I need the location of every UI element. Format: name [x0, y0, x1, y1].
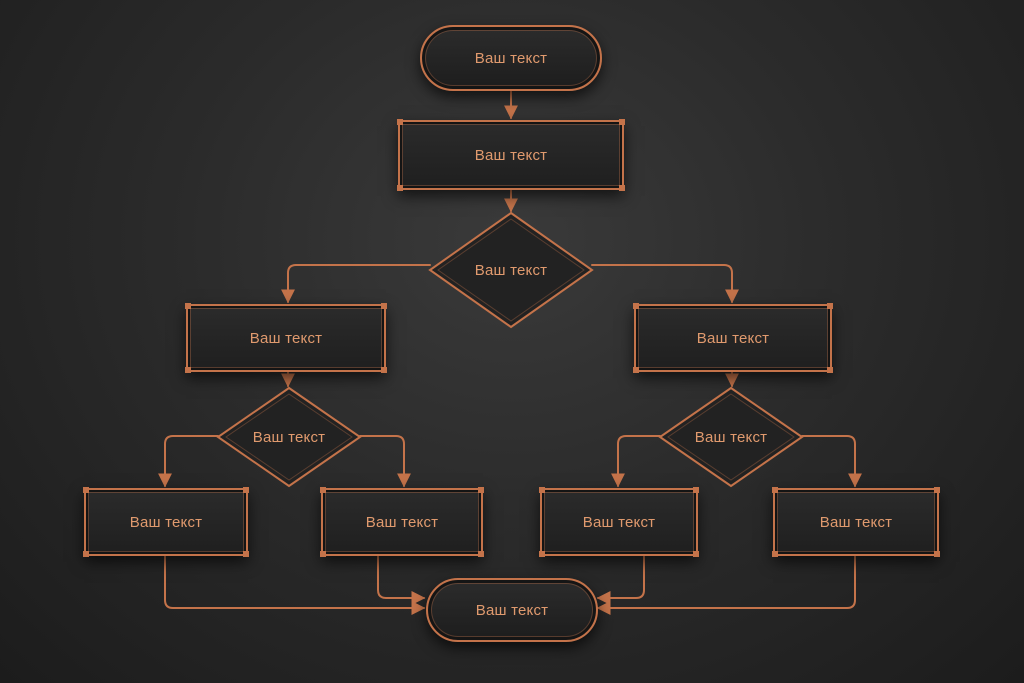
- process-box-1: Ваш текст: [397, 119, 625, 191]
- decision-right-shape: [658, 386, 804, 488]
- decision-diamond-right: Ваш текст: [658, 386, 804, 488]
- process-box-leaf-1: Ваш текст: [83, 487, 249, 557]
- decision-left-label: Ваш текст: [252, 428, 326, 446]
- end-terminal: Ваш текст: [426, 578, 598, 642]
- process-box-leaf-4: Ваш текст: [772, 487, 940, 557]
- process-box-leaf-3: Ваш текст: [539, 487, 699, 557]
- start-label: Ваш текст: [474, 49, 548, 67]
- process-box-left: Ваш текст: [185, 303, 387, 373]
- leaf-1-label: Ваш текст: [129, 513, 203, 531]
- edge-decision-left-to-leaf-1: [158, 435, 219, 488]
- decision-1-label: Ваш текст: [474, 261, 548, 279]
- decision-diamond-left: Ваш текст: [216, 386, 362, 488]
- process-box-leaf-2: Ваш текст: [320, 487, 484, 557]
- leaf-3-label: Ваш текст: [582, 513, 656, 531]
- decision-right-label: Ваш текст: [694, 428, 768, 446]
- process-box-right: Ваш текст: [633, 303, 833, 373]
- leaf-2-label: Ваш текст: [365, 513, 439, 531]
- decision-diamond-1: Ваш текст: [428, 211, 594, 329]
- start-terminal: Ваш текст: [420, 25, 602, 91]
- edge-leaf-3-to-end: [596, 555, 645, 605]
- edge-decision-left-to-leaf-2: [359, 435, 411, 488]
- end-label: Ваш текст: [475, 601, 549, 619]
- decision-1-shape: [428, 211, 594, 329]
- edge-leaf-1-to-end: [164, 555, 426, 615]
- process-1-label: Ваш текст: [474, 146, 548, 164]
- process-right-label: Ваш текст: [696, 329, 770, 347]
- edge-decision-1-to-process-left: [281, 264, 431, 304]
- edge-decision-1-to-process-right: [591, 264, 739, 304]
- edge-decision-right-to-leaf-3: [611, 435, 661, 488]
- edge-leaf-2-to-end: [377, 555, 426, 605]
- process-left-label: Ваш текст: [249, 329, 323, 347]
- edge-decision-right-to-leaf-4: [801, 435, 862, 488]
- edge-leaf-4-to-end: [596, 555, 856, 615]
- decision-left-shape: [216, 386, 362, 488]
- leaf-4-label: Ваш текст: [819, 513, 893, 531]
